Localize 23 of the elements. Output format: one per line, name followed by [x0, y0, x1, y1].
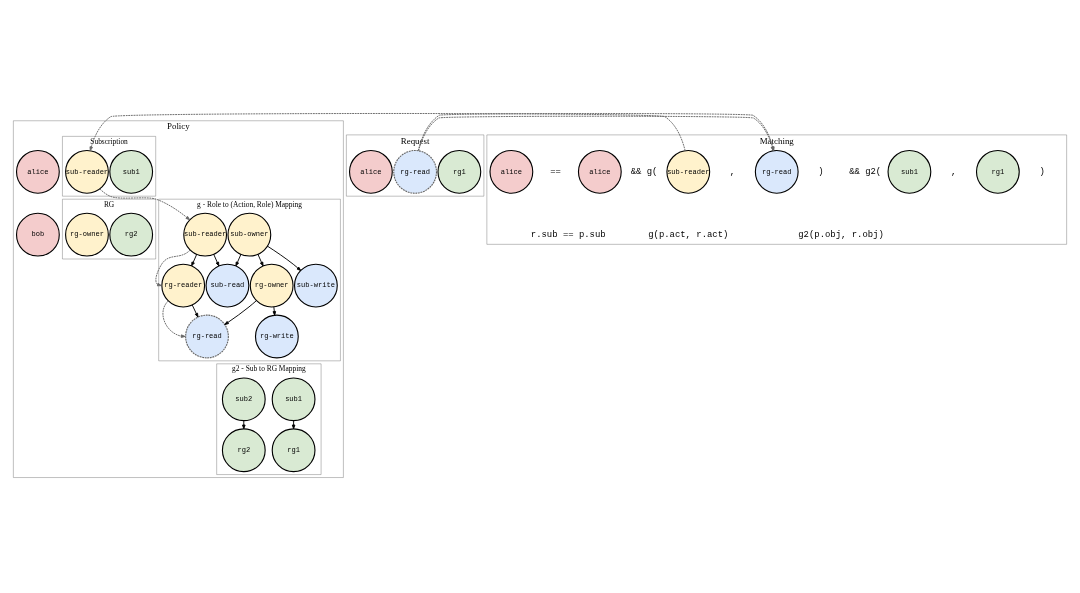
arrow: [191, 253, 198, 266]
arrow: [213, 253, 220, 266]
label: ): [1039, 166, 1045, 177]
label: g(p.act, r.act): [648, 229, 729, 240]
arrow: [224, 299, 257, 325]
arrow: [235, 253, 242, 266]
label: g2(p.obj, r.obj): [798, 229, 884, 240]
label: ==: [550, 166, 561, 177]
arrow: [272, 305, 277, 316]
arrow: [155, 249, 191, 286]
label: && g(: [630, 166, 658, 177]
arrow: [417, 112, 775, 151]
arrow: [266, 245, 302, 271]
label: ,: [729, 166, 736, 177]
arrow: [99, 188, 191, 220]
label: r.sub == p.sub: [530, 229, 606, 240]
arrow: [191, 304, 199, 318]
label: ): [818, 166, 824, 177]
arrow: [257, 253, 264, 266]
arrow: [162, 300, 186, 338]
label: && g2(: [849, 166, 882, 177]
arrow: [89, 112, 686, 151]
label: ,: [950, 166, 957, 177]
